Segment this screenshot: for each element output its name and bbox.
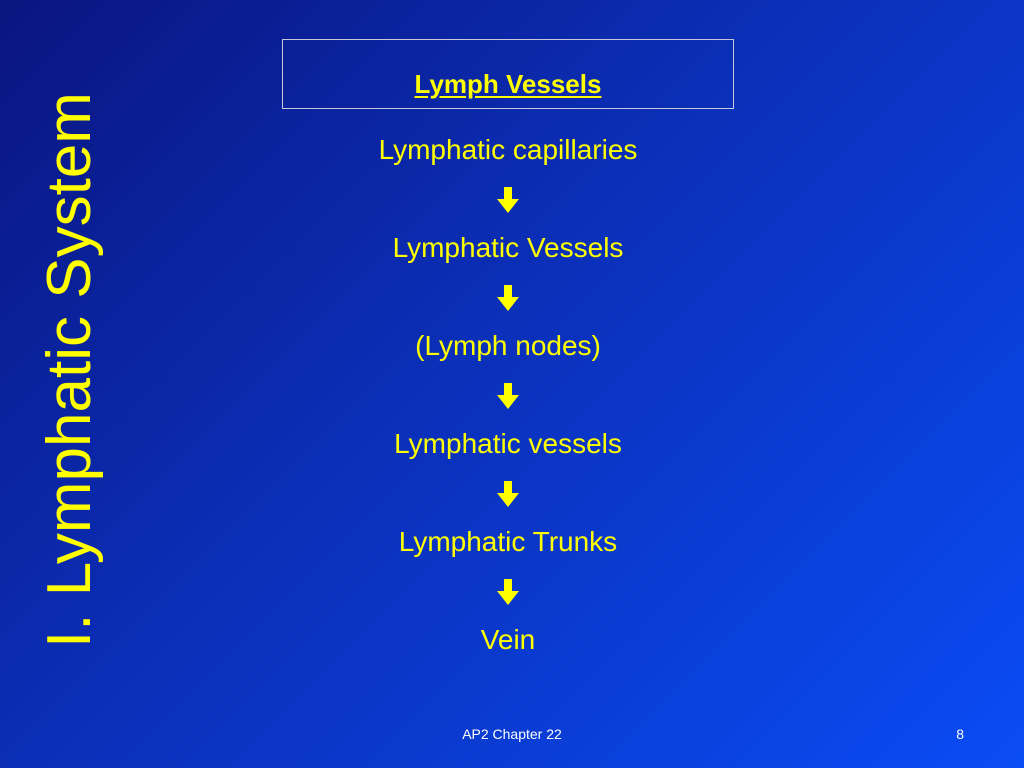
heading-box: Lymph Vessels (282, 39, 734, 109)
step-lymphatic-vessels-2: Lymphatic vessels (394, 428, 622, 459)
arrow-down-icon (496, 463, 520, 525)
arrow-down-icon (496, 169, 520, 231)
step-vein: Vein (480, 624, 536, 655)
step-lymphatic-trunks: Lymphatic Trunks (398, 526, 618, 557)
arrow-down-icon (496, 365, 520, 427)
arrow-down-icon (496, 267, 520, 329)
flow-diagram: Lymphatic capillaries Lymphatic Vessels … (282, 133, 734, 659)
arrow-down-icon (496, 561, 520, 623)
step-lymphatic-capillaries: Lymphatic capillaries (378, 134, 638, 165)
page-number: 8 (956, 726, 964, 742)
footer-chapter: AP2 Chapter 22 (462, 726, 562, 742)
step-lymph-nodes: (Lymph nodes) (415, 330, 601, 361)
heading: Lymph Vessels (414, 69, 602, 99)
step-lymphatic-vessels: Lymphatic Vessels (392, 232, 624, 263)
side-title: I. Lymphatic System (35, 92, 104, 648)
